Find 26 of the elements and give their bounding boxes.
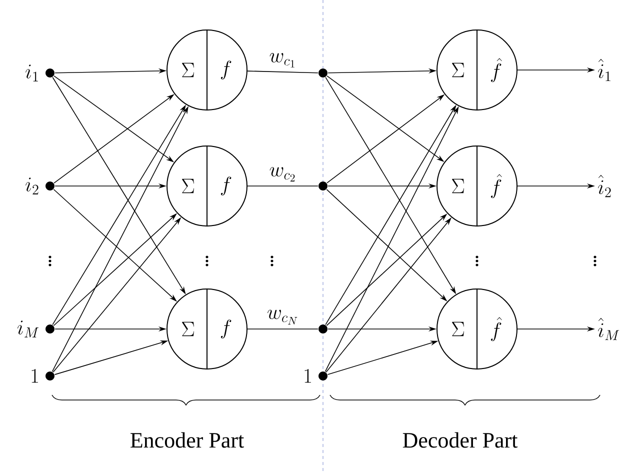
ellipsis-dots: $\vdots$ xyxy=(476,256,478,266)
edge-label: $w_{c_N}$ xyxy=(266,308,300,326)
input-label: $i_2$ xyxy=(26,178,38,194)
ellipsis-dots: $\vdots$ xyxy=(270,256,274,266)
ellipsis-dots: $\vdots$ xyxy=(48,256,52,266)
input-label: $1$ xyxy=(304,368,311,383)
input-dot xyxy=(46,372,54,380)
part-label: Encoder Part xyxy=(130,432,244,448)
output-label: $\hat{i}_2$ xyxy=(598,174,611,198)
input-label: $1$ xyxy=(32,368,38,383)
output-label: $\hat{i}_M$ xyxy=(598,318,620,340)
input-dot xyxy=(318,68,328,78)
input-dot xyxy=(46,68,54,78)
input-dot xyxy=(46,182,54,190)
input-dot xyxy=(318,182,328,190)
input-label: $i_1$ xyxy=(26,64,38,82)
input-label: $i_M$ xyxy=(18,320,39,338)
output-label: $\hat{i}_1$ xyxy=(598,58,610,82)
ellipsis-dots: $\vdots$ xyxy=(594,256,596,266)
input-dot xyxy=(46,324,54,334)
ellipsis-dots: $\vdots$ xyxy=(206,256,208,266)
edge-label: $w_{c_2}$ xyxy=(268,166,298,182)
edge-label: $w_{c_1}$ xyxy=(268,52,298,68)
input-dot xyxy=(318,372,328,380)
input-dot xyxy=(318,324,328,334)
part-label: Decoder Part xyxy=(402,432,518,448)
